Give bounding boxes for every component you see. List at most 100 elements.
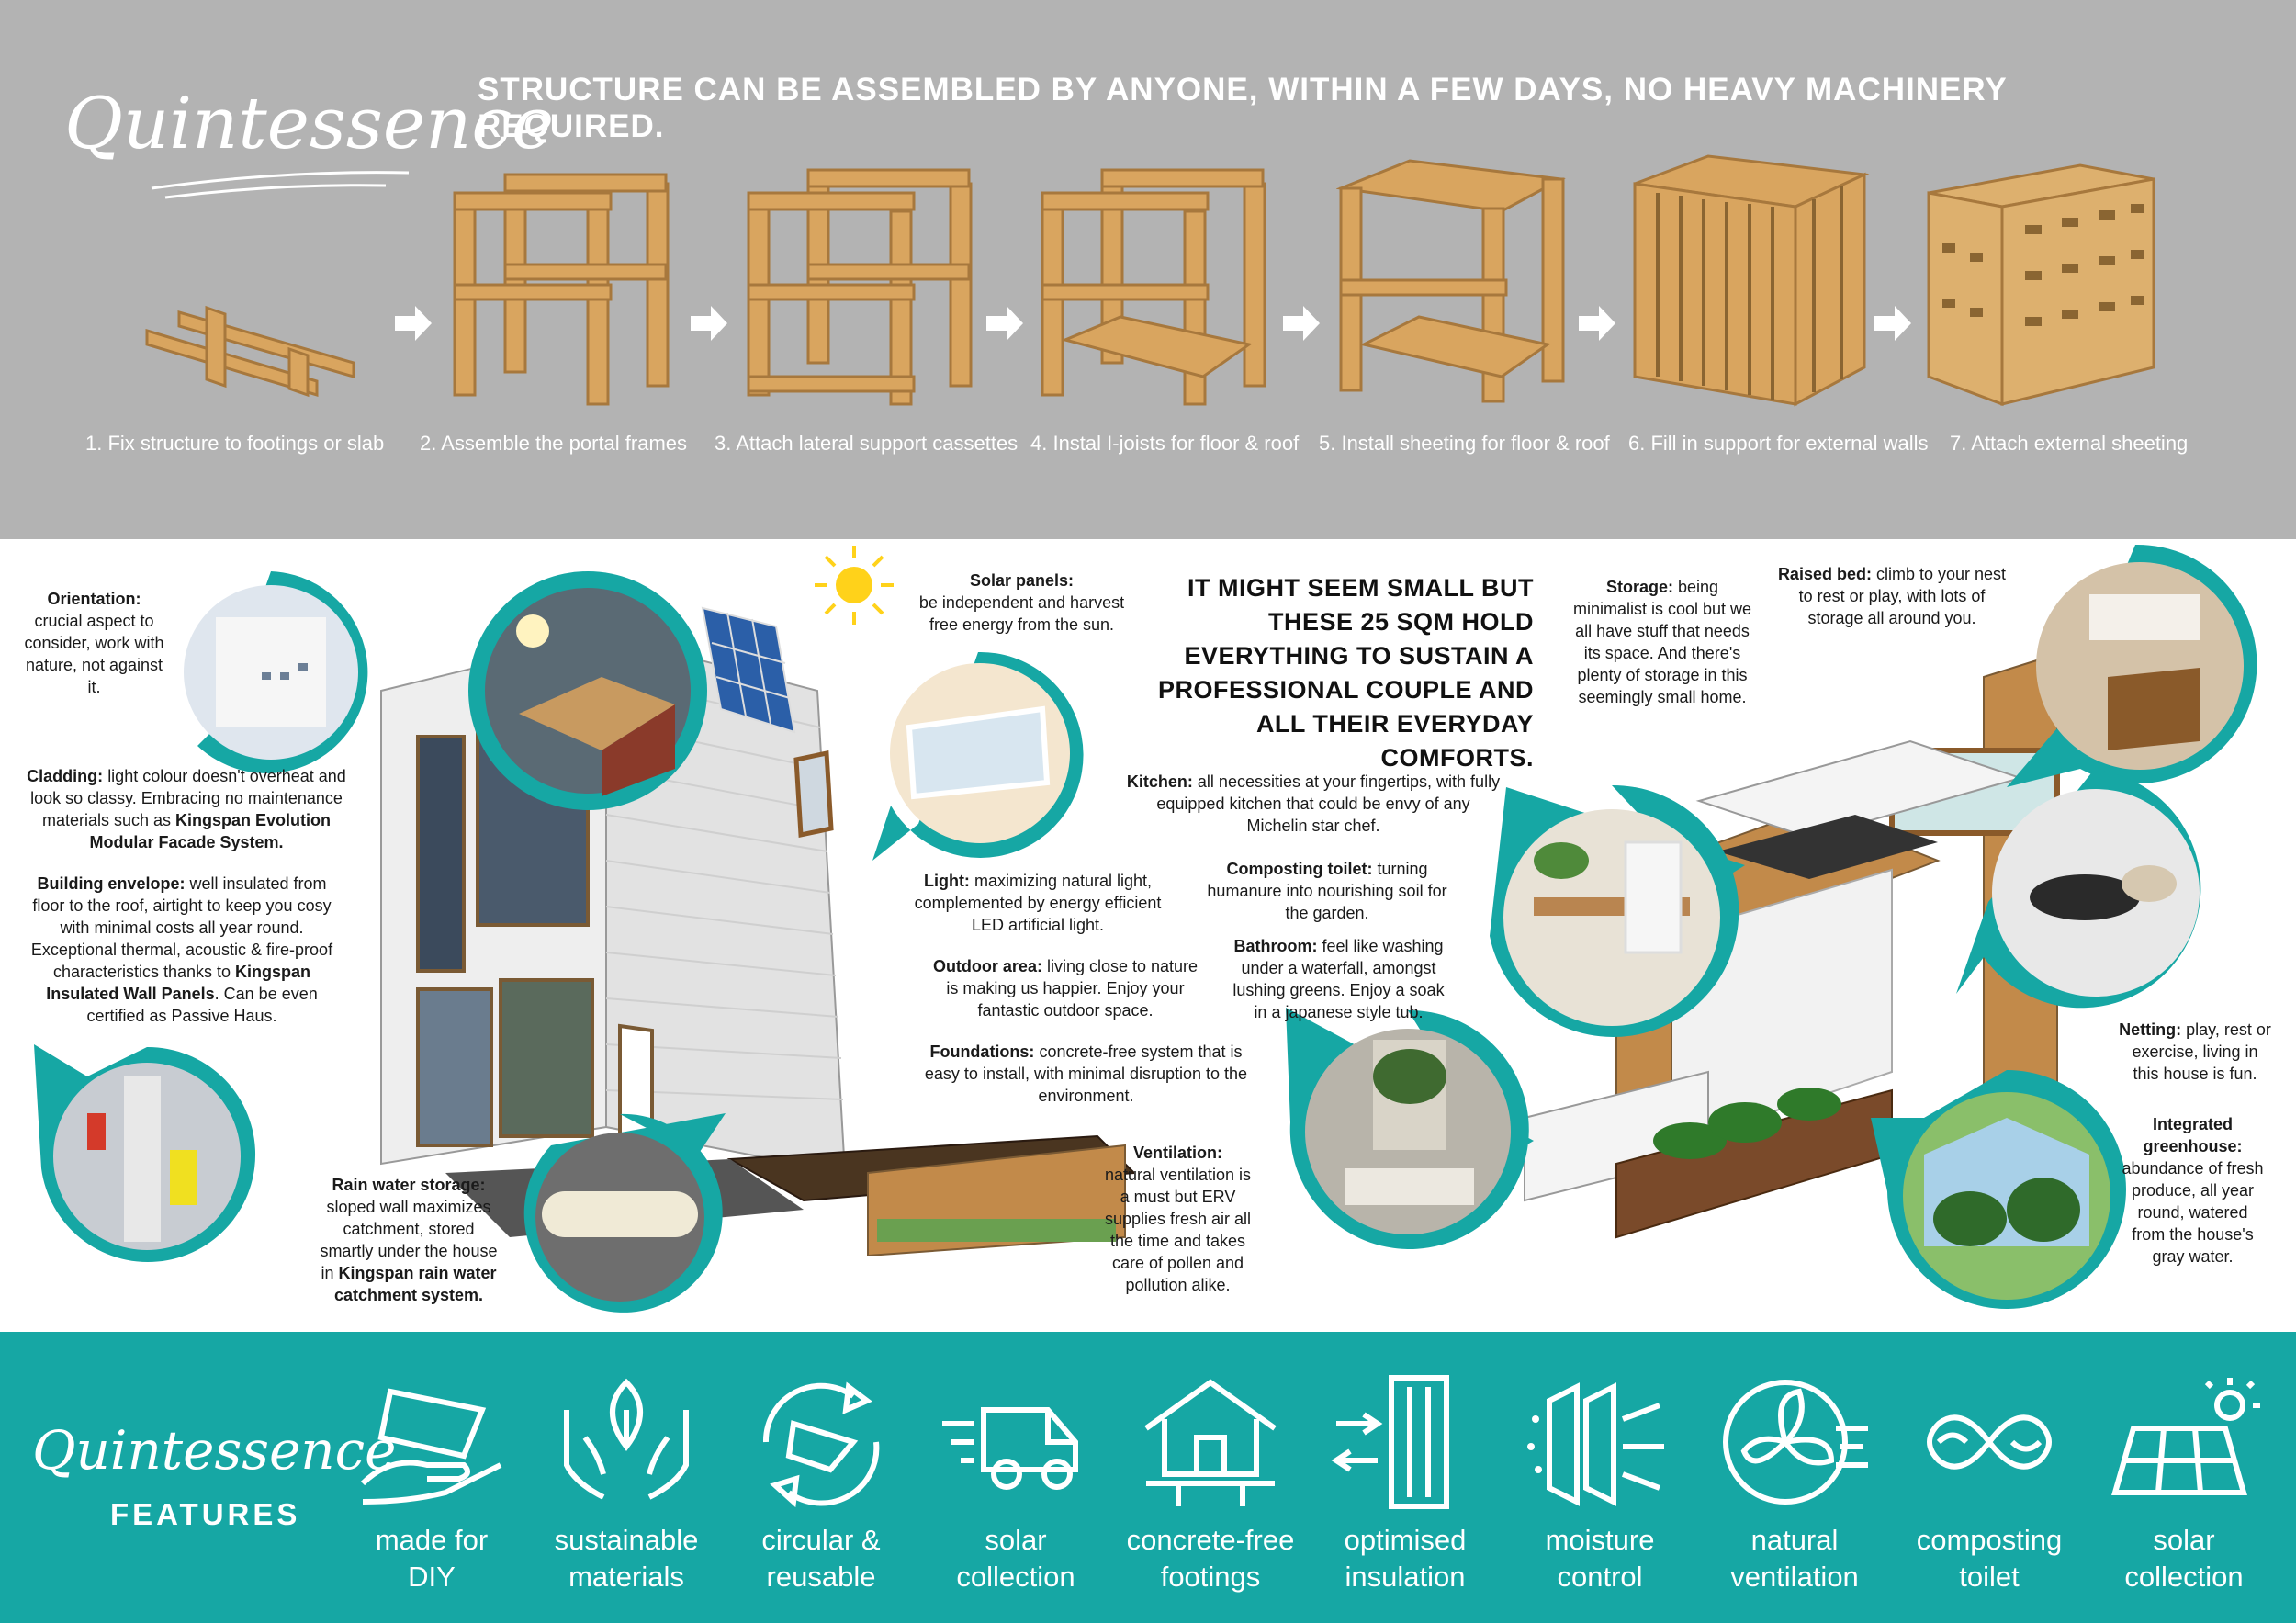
step-label: 6. Fill in support for external walls [1628, 432, 1929, 455]
arrow-right-icon [395, 306, 432, 341]
orientation-photo-bubble [170, 571, 368, 773]
step-label: 2. Assemble the portal frames [420, 432, 688, 455]
ventilation-info: Ventilation: natural ventilation is a mu… [1102, 1142, 1254, 1296]
cladding-title: Cladding: [27, 767, 104, 785]
logo-swash [151, 171, 410, 199]
feature-label: collection [956, 1561, 1075, 1593]
hands-leaf-icon [564, 1378, 689, 1500]
moisture-wall-icon [1527, 1382, 1664, 1506]
toilet-title: Composting toilet: [1226, 860, 1373, 878]
feature-circular-reusable: circular &reusable [729, 1373, 913, 1595]
assembly-headline: STRUCTURE CAN BE ASSEMBLED BY ANYONE, WI… [478, 72, 2008, 144]
raised-bed-text: climb to your nest to rest or play, with… [1798, 565, 2007, 627]
feature-solar-collection-panel: solar collection [2092, 1373, 2276, 1595]
feature-label: solar [985, 1524, 1047, 1556]
envelope-text: well insulated from floor to the roof, a… [30, 874, 333, 981]
kitchen-title: Kitchen: [1126, 772, 1193, 791]
greenhouse-title: Integrated greenhouse: [2143, 1115, 2243, 1155]
feature-optimised-insulation: optimised insulation [1313, 1373, 1497, 1595]
assembly-stage-6 [1633, 154, 1870, 407]
arrow-right-icon [1579, 306, 1615, 341]
feature-label: materials [568, 1561, 684, 1593]
feature-label: solar [2153, 1524, 2215, 1556]
greenhouse-photo-bubble [1871, 1070, 2126, 1309]
envelope-tail: . Can be even certified as Passive Haus. [86, 985, 318, 1025]
assembly-section: Quintessence STRUCTURE CAN BE ASSEMBLED … [0, 0, 2296, 539]
assembly-stage-7 [1927, 163, 2155, 407]
solar-panel-icon [2111, 1378, 2260, 1495]
light-text: maximizing natural light, complemented b… [914, 872, 1162, 934]
step-label: 5. Install sheeting for floor & roof [1319, 432, 1610, 455]
feature-label: concrete-free [1126, 1524, 1295, 1556]
rain-bold: Kingspan rain water catchment system. [333, 1264, 497, 1304]
fan-icon [1723, 1380, 1868, 1505]
feature-label: DIY [408, 1561, 456, 1593]
cladding-text: light colour doesn't overheat and look s… [30, 767, 346, 829]
foundations-info: Foundations: concrete-free system that i… [923, 1041, 1249, 1107]
light-photo-bubble [872, 651, 1084, 861]
arrow-right-icon [986, 306, 1023, 341]
feature-label: sustainable [554, 1524, 699, 1556]
netting-title: Netting: [2119, 1020, 2182, 1039]
feature-label: insulation [1345, 1561, 1466, 1593]
light-info: Light: maximizing natural light, complem… [914, 870, 1162, 936]
envelope-title: Building envelope: [37, 874, 186, 893]
greenhouse-text: abundance of fresh produce, all year rou… [2122, 1159, 2264, 1266]
feature-label: collection [2124, 1561, 2244, 1593]
feature-label: made for [375, 1524, 489, 1556]
assembly-stage-2 [453, 173, 670, 406]
size-statement: IT MIGHT SEEM SMALL BUT THESE 25 SQM HOL… [1157, 574, 1534, 772]
solar-info: Solar panels: be independent and harvest… [909, 569, 1134, 636]
house-features-section: Orientation: crucial aspect to consider,… [0, 539, 2296, 1332]
features-title: FEATURES [110, 1497, 301, 1531]
features-brand: Quintessence [32, 1419, 397, 1482]
feature-solar-collection-van: solar collection [924, 1373, 1108, 1595]
kitchen-text: all necessities at your fingertips, with… [1156, 772, 1501, 835]
feature-sustainable-materials: sustainable materials [535, 1373, 718, 1595]
greenhouse-info: Integrated greenhouse: abundance of fres… [2122, 1113, 2264, 1268]
recycle-icon [762, 1381, 880, 1508]
envelope-bold: Kingspan Insulated Wall Panels [46, 963, 311, 1003]
storage-title: Storage: [1605, 578, 1673, 596]
toilet-info: Composting toilet: turning humanure into… [1194, 858, 1460, 924]
orientation-text: crucial aspect to consider, work with na… [24, 612, 164, 696]
envelope-info: Building envelope: well insulated from f… [26, 873, 338, 1027]
ventilation-title: Ventilation: [1132, 1144, 1222, 1162]
storage-info: Storage: being minimalist is cool but we… [1570, 576, 1754, 708]
ventilation-text: natural ventilation is a must but ERV su… [1104, 1166, 1252, 1294]
arrow-right-icon [1283, 306, 1320, 341]
rain-title: Rain water storage: [332, 1176, 486, 1194]
insulation-icon [1331, 1375, 1449, 1509]
cladding-bold: Kingspan Evolution Modular Facade System… [89, 811, 332, 851]
assembly-stage-4 [1041, 168, 1266, 406]
outdoor-info: Outdoor area: living close to nature is … [932, 955, 1199, 1021]
step-label: 3. Attach lateral support cassettes [715, 432, 1019, 455]
model-night-bubble [468, 571, 707, 810]
assembly-stage-3 [747, 168, 973, 406]
netting-text: play, rest or exercise, living in this h… [2132, 1020, 2271, 1083]
delivery-van-icon [942, 1407, 1078, 1490]
feature-label: optimised [1344, 1524, 1467, 1556]
feature-label: natural [1750, 1524, 1839, 1556]
feature-label: control [1557, 1561, 1643, 1593]
netting-info: Netting: play, rest or exercise, living … [2117, 1019, 2273, 1085]
bathroom-text: feel like washing under a waterfall, amo… [1232, 937, 1445, 1021]
orientation-title: Orientation: [47, 590, 141, 608]
outdoor-title: Outdoor area: [932, 957, 1042, 975]
netting-photo-bubble [1956, 770, 2201, 1009]
solar-text: be independent and harvest free energy f… [918, 593, 1125, 634]
assembly-steps: 1. Fix structure to footings or slab 2. … [0, 432, 2296, 468]
step-label: 7. Attach external sheeting [1950, 432, 2189, 455]
rain-text: sloped wall maximizes catchment, stored … [320, 1198, 498, 1282]
feature-label: toilet [1959, 1561, 2020, 1593]
rain-water-worker-bubble [34, 1044, 256, 1262]
sun-icon [815, 546, 894, 625]
foundations-title: Foundations: [929, 1043, 1035, 1061]
brand-logo: Quintessence [64, 83, 555, 165]
infinity-leaf-icon [1927, 1414, 2052, 1470]
